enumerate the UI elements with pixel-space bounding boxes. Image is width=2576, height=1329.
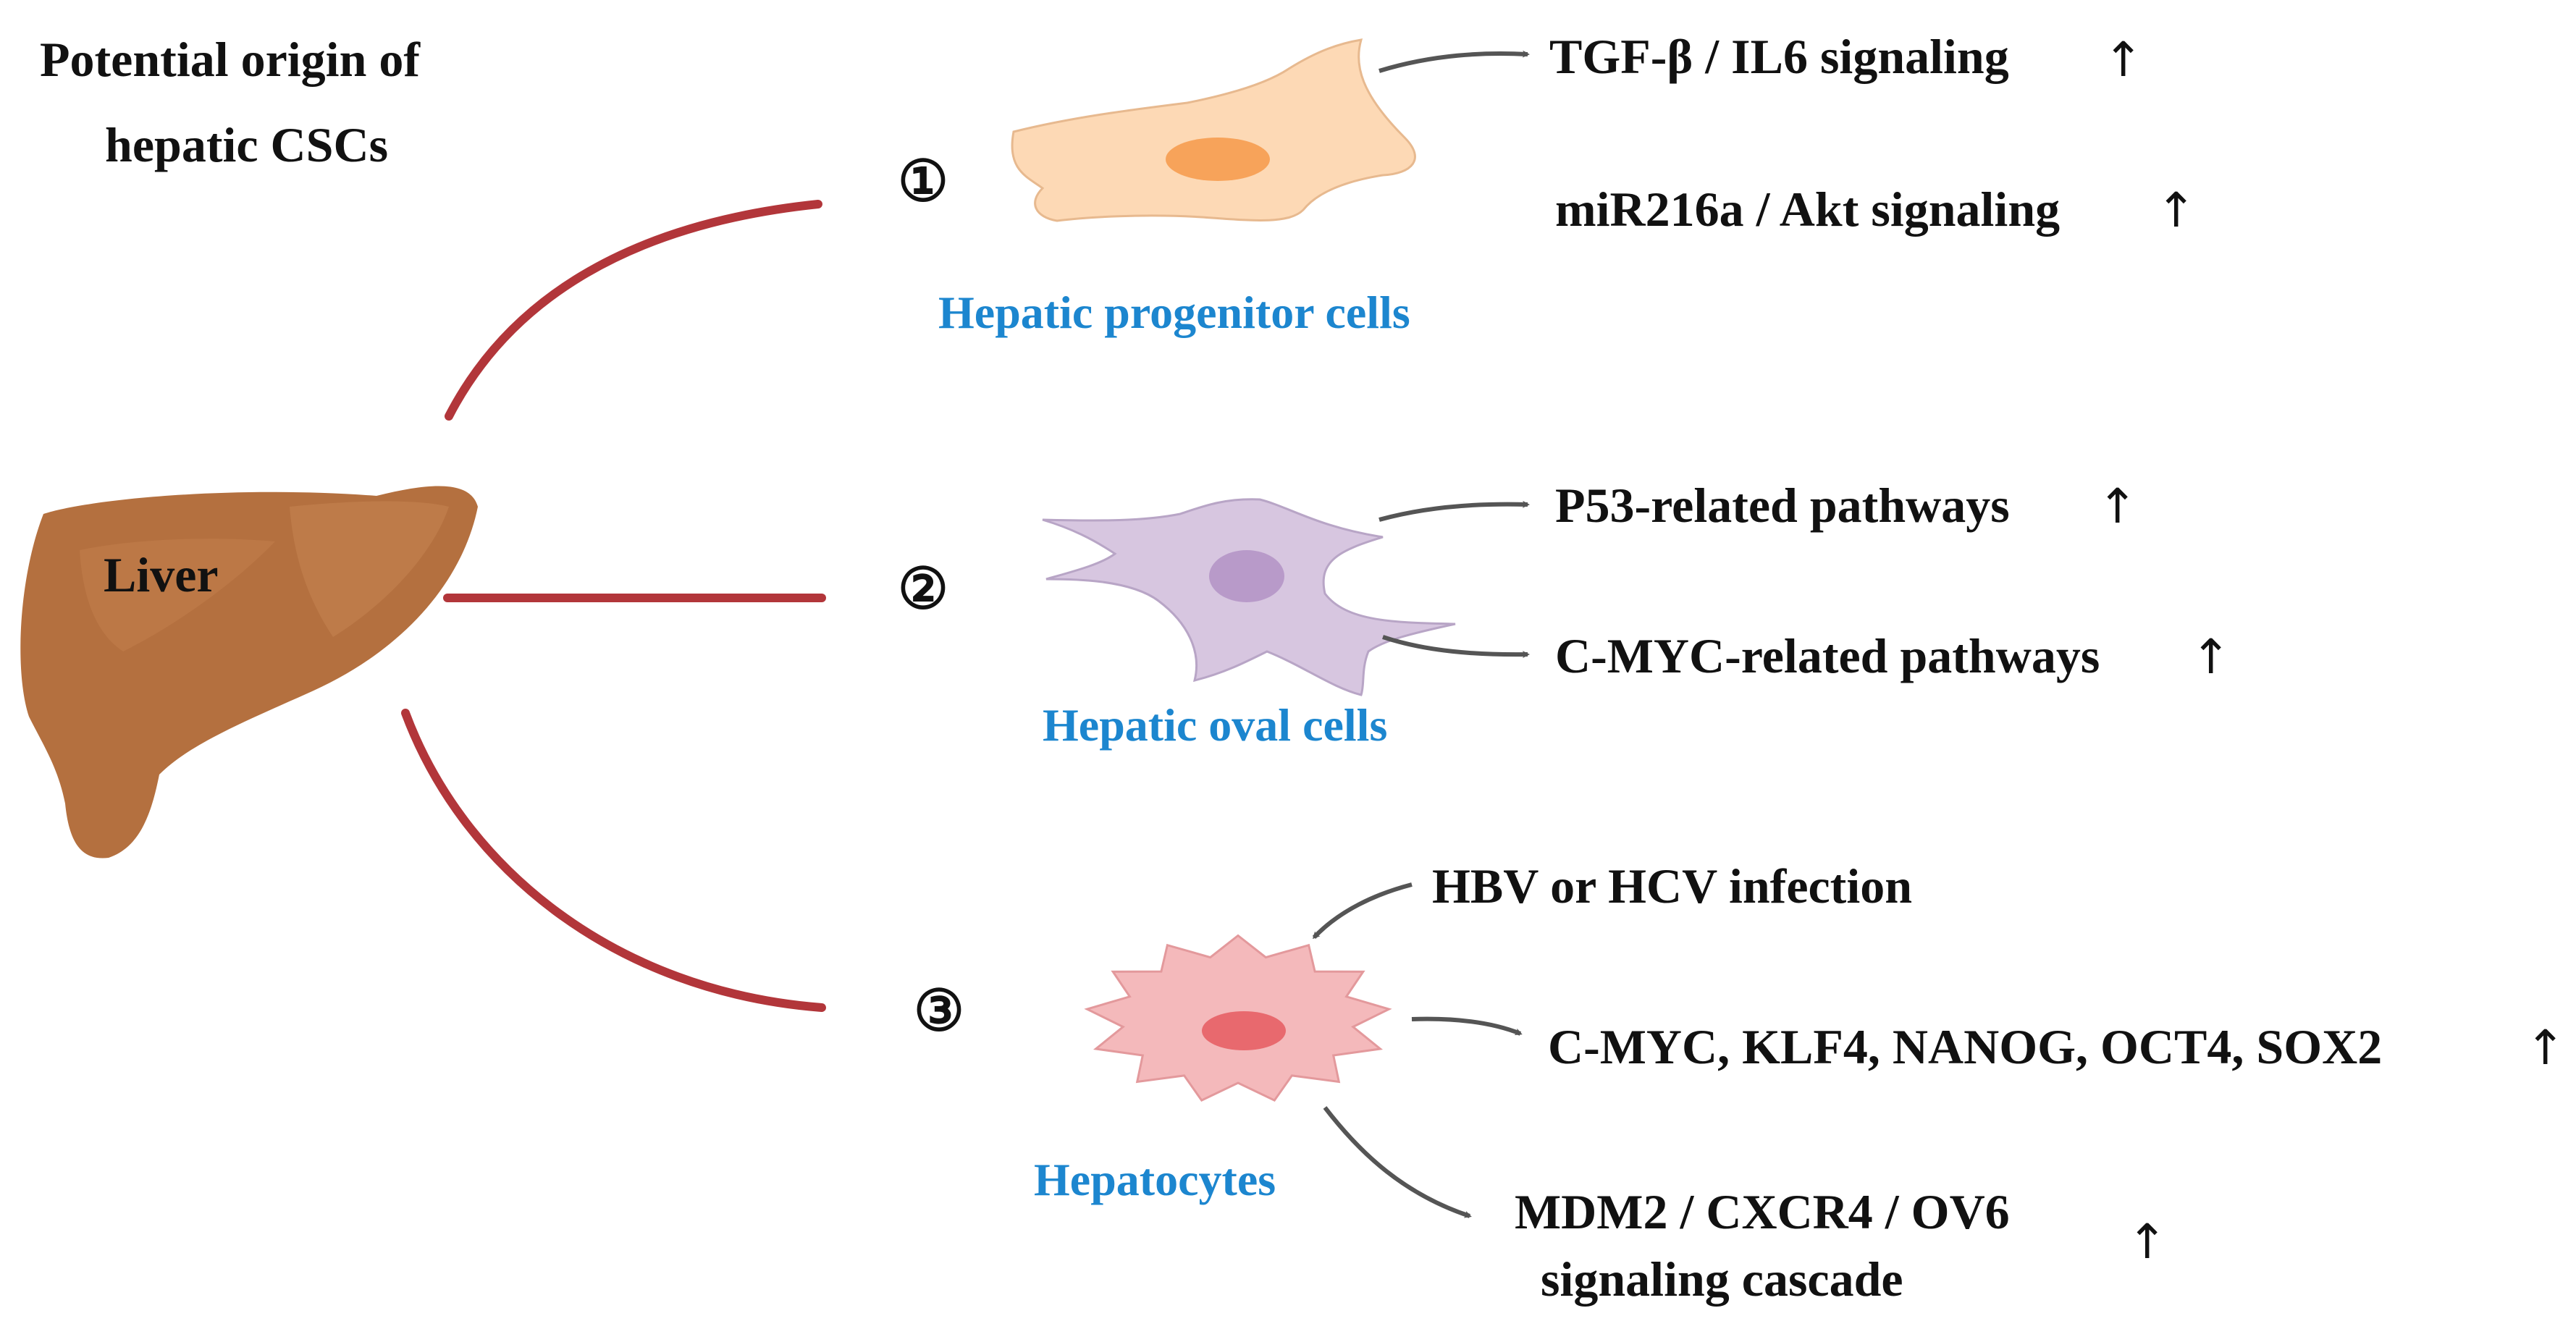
up-arrow-icon: ↑	[2127, 1214, 2168, 1270]
connector-hepatocyte-1	[1411, 1016, 1523, 1036]
arrow-to-hepatocyte	[401, 709, 826, 1012]
pathway-text: TGF-β / IL6 signaling	[1549, 29, 2009, 84]
oval-nucleus	[1209, 550, 1284, 602]
progenitor-nucleus	[1166, 138, 1270, 181]
connector-oval-1	[1379, 500, 1530, 522]
pathway-text: signaling cascade	[1541, 1252, 1903, 1307]
pathway-text: C-MYC-related pathways	[1555, 628, 2100, 683]
pathway-text: miR216a / Akt signaling	[1555, 182, 2061, 237]
connector-oval-2	[1382, 635, 1530, 659]
pathway-text: P53-related pathways	[1555, 478, 2010, 533]
origin-number-3: ③	[914, 979, 964, 1042]
hepatocyte-nucleus	[1202, 1011, 1286, 1050]
origin-number-2: ②	[898, 557, 948, 620]
pathway-text: MDM2 / CXCR4 / OV6	[1515, 1184, 2010, 1239]
connector-progenitor-1	[1379, 50, 1530, 73]
cell-label-hepatocytes: Hepatocytes	[1034, 1154, 1276, 1205]
up-arrow-icon: ↑	[2097, 478, 2138, 534]
oval-cell	[1042, 498, 1456, 696]
connector-trigger	[1312, 882, 1413, 940]
liver-label: Liver	[104, 547, 219, 602]
cell-label-progenitor: Hepatic progenitor cells	[938, 287, 1410, 338]
arrow-to-progenitor	[445, 200, 822, 421]
up-arrow-icon: ↑	[2103, 32, 2144, 88]
trigger-text: HBV or HCV infection	[1432, 858, 1913, 914]
title-line-2: hepatic CSCs	[105, 117, 389, 172]
progenitor-cell	[1011, 38, 1416, 222]
title-line-1: Potential origin of	[40, 32, 421, 87]
up-arrow-icon: ↑	[2191, 629, 2231, 685]
connector-hepatocyte-2	[1323, 1106, 1472, 1218]
up-arrow-icon: ↑	[2156, 182, 2197, 238]
cell-label-oval: Hepatic oval cells	[1043, 699, 1388, 751]
liver-shape	[20, 486, 479, 858]
hepatocyte-cell	[1084, 934, 1392, 1102]
up-arrow-icon: ↑	[2525, 1020, 2566, 1076]
pathway-text: C-MYC, KLF4, NANOG, OCT4, SOX2	[1548, 1019, 2383, 1074]
origin-number-1: ①	[898, 150, 948, 213]
